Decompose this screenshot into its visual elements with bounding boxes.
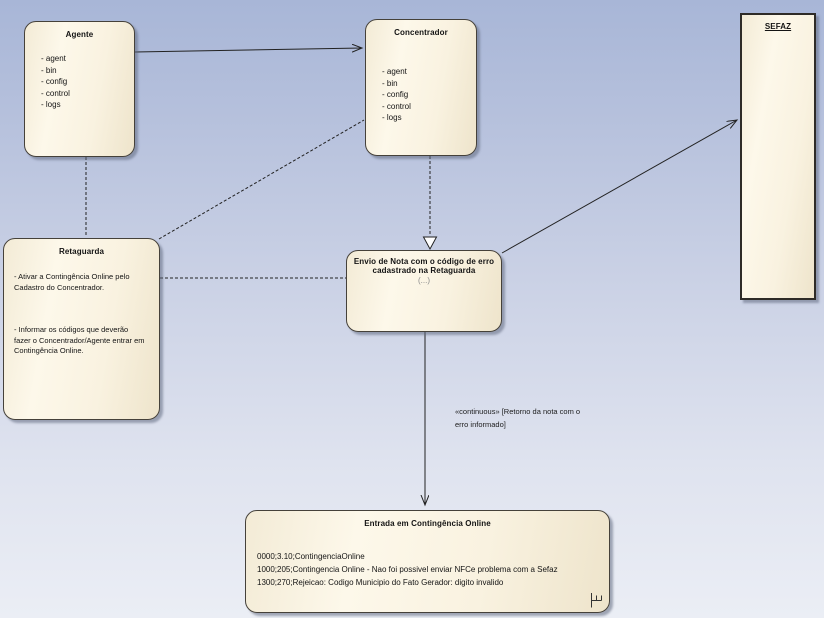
list-item: - bin <box>41 65 57 75</box>
list-item: - config <box>41 77 68 86</box>
node-title: Entrada em Contingência Online <box>364 519 491 528</box>
code-list: 0000;3.10;ContingenciaOnline 1000;205;Co… <box>246 550 609 589</box>
node-entrada-contingencia[interactable]: Entrada em Contingência Online 0000;3.10… <box>245 510 610 613</box>
list-item: - bin <box>382 78 398 88</box>
list-item: - control <box>382 101 411 111</box>
connector-agente-to-concentrador[interactable] <box>134 48 362 52</box>
list-item: - agent <box>382 67 407 76</box>
node-item-list: - agent - bin - config - control - logs <box>366 66 476 124</box>
node-item-list: - agent - bin - config - control - logs <box>25 53 134 111</box>
node-title: Concentrador <box>394 28 448 37</box>
connector-label-continuous: «continuous» [Retorno da nota com o erro… <box>455 405 605 431</box>
list-item: - control <box>41 88 70 98</box>
connector-label-line: erro informado] <box>455 420 506 429</box>
node-title: SEFAZ <box>764 22 792 31</box>
code-line: 0000;3.10;ContingenciaOnline <box>257 552 365 561</box>
list-item: - agent <box>41 54 66 63</box>
node-retaguarda[interactable]: Retaguarda - Ativar a Contingência Onlin… <box>3 238 160 420</box>
node-sefaz[interactable]: SEFAZ <box>740 13 816 300</box>
note-paragraph: - Informar os códigos que deverão fazer … <box>14 325 145 355</box>
node-title: Agente <box>65 30 94 39</box>
list-item: - logs <box>41 100 61 109</box>
note-paragraph: - Ativar a Contingência Online pelo Cada… <box>14 272 130 292</box>
node-envio-de-nota[interactable]: Envio de Nota com o código de erro cadas… <box>346 250 502 332</box>
hollow-triangle-arrowhead <box>422 236 438 251</box>
composite-rake-icon <box>591 593 602 608</box>
list-item: - logs <box>382 113 402 122</box>
code-line: 1300;270;Rejeicao: Codigo Municipio do F… <box>257 578 504 587</box>
connector-label-line: «continuous» [Retorno da nota com o <box>455 407 581 416</box>
code-line: 1000;205;Contingencia Online - Nao foi p… <box>257 565 558 574</box>
node-title: Envio de Nota com o código de erro cadas… <box>353 257 495 275</box>
node-concentrador[interactable]: Concentrador - agent - bin - config - co… <box>365 19 477 156</box>
list-item: - config <box>382 90 409 99</box>
connector-envio-to-sefaz[interactable] <box>501 120 737 254</box>
node-subtitle: (...) <box>418 276 430 285</box>
connector-retaguarda-to-concentrador-dashed[interactable] <box>158 119 365 240</box>
node-title: Retaguarda <box>58 247 104 256</box>
node-agente[interactable]: Agente - agent - bin - config - control … <box>24 21 135 157</box>
